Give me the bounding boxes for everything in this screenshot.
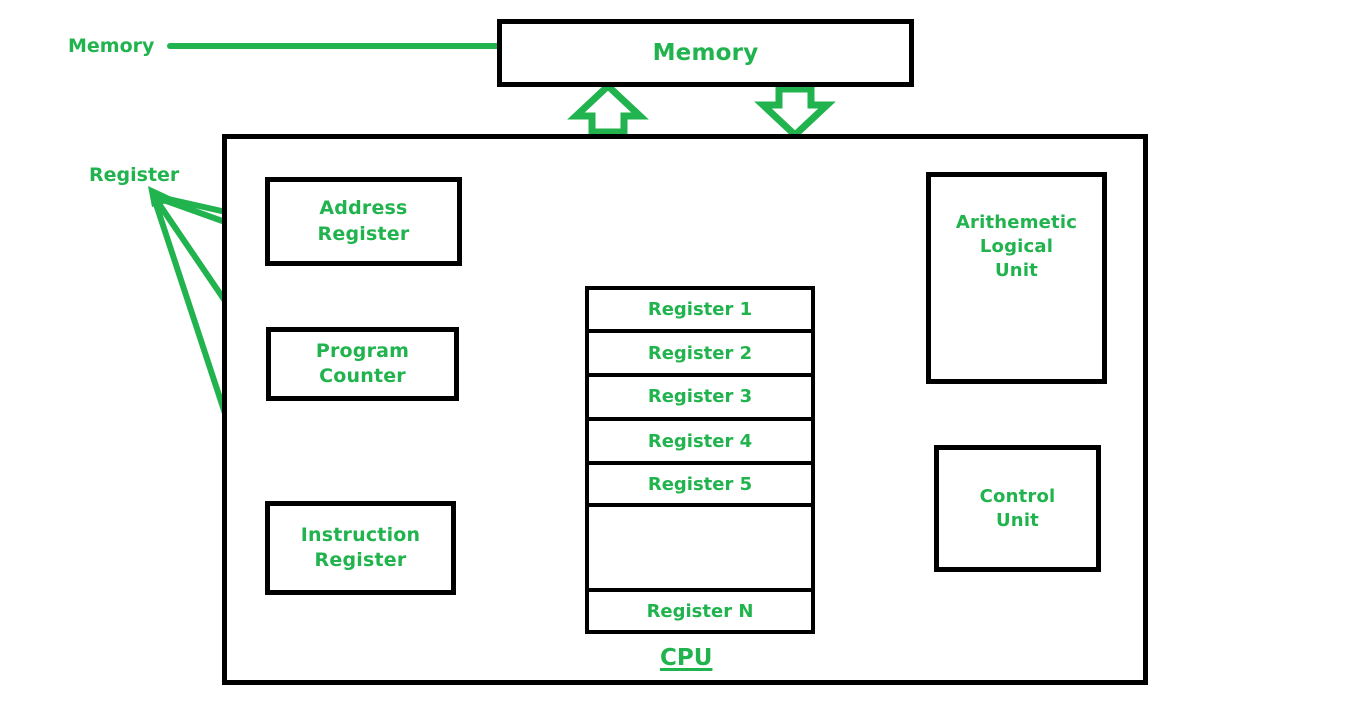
program-counter-label: Program Counter bbox=[315, 339, 410, 387]
instruction-register-label: Instruction Register bbox=[300, 523, 421, 571]
register-stack-cell-empty bbox=[589, 506, 811, 593]
register-stack-cell: Register 5 bbox=[589, 465, 811, 507]
control-unit-box: Control Unit bbox=[934, 445, 1101, 572]
program-counter-box: Program Counter bbox=[266, 327, 459, 401]
register-stack-cell: Register 1 bbox=[589, 290, 811, 334]
register-stack-cell: Register N bbox=[589, 592, 811, 630]
arithmetic-logical-unit-box: Arithemetic Logical Unit bbox=[926, 172, 1107, 384]
register-side-label: Register bbox=[89, 164, 180, 186]
memory-read-arrow-up-icon bbox=[567, 81, 649, 136]
register-stack-cell: Register 2 bbox=[589, 333, 811, 377]
memory-box-label: Memory bbox=[652, 39, 759, 66]
arithmetic-logical-unit-label: Arithemetic Logical Unit bbox=[955, 212, 1078, 281]
address-register-label: Address Register bbox=[317, 197, 410, 245]
address-register-box: Address Register bbox=[265, 177, 462, 266]
memory-side-label: Memory bbox=[68, 35, 155, 57]
instruction-register-box: Instruction Register bbox=[265, 501, 456, 595]
control-unit-label: Control Unit bbox=[979, 485, 1056, 531]
register-stack-cell: Register 3 bbox=[589, 376, 811, 422]
register-stack-cell: Register 4 bbox=[589, 421, 811, 466]
register-arrowhead-icon bbox=[148, 186, 178, 207]
cpu-caption: CPU bbox=[660, 645, 713, 671]
memory-box: Memory bbox=[497, 19, 914, 87]
memory-write-arrow-down-icon bbox=[754, 85, 836, 140]
